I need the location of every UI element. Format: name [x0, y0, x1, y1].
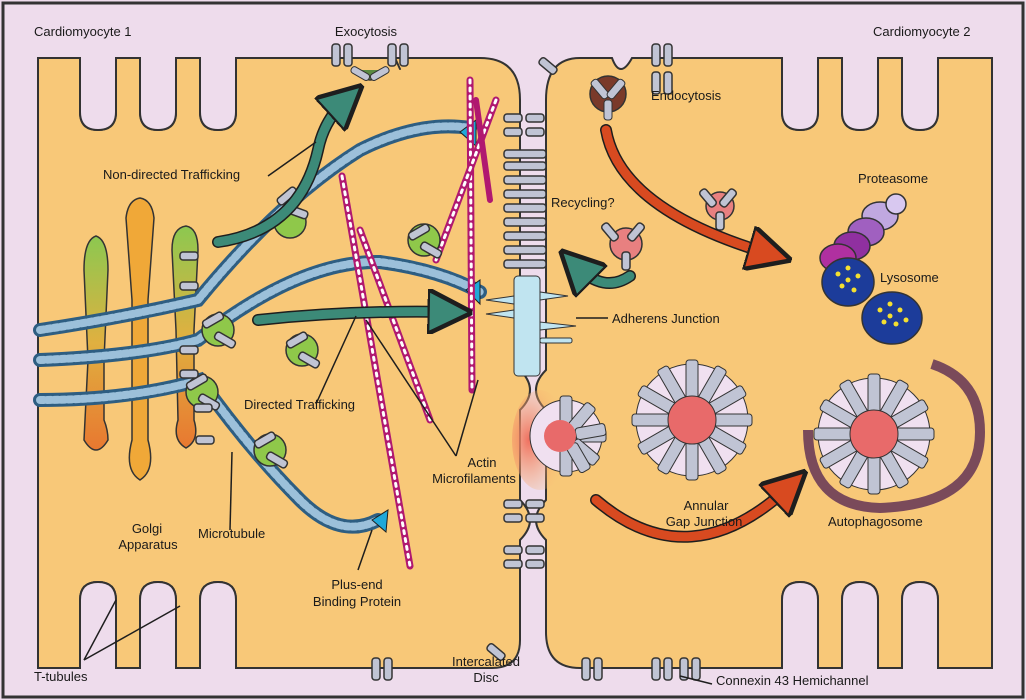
label-proteasome: Proteasome	[858, 171, 928, 186]
label-cardiomyocyte-1: Cardiomyocyte 1	[34, 24, 132, 39]
label-annular-line2: Gap Junction	[666, 514, 743, 529]
label-adherens-junction: Adherens Junction	[612, 311, 720, 326]
label-microtubule: Microtubule	[198, 526, 265, 541]
label-intercalated-line2: Disc	[473, 670, 498, 685]
label-plus-end-line1: Plus-end	[331, 577, 382, 592]
label-endocytosis: Endocytosis	[651, 88, 721, 103]
label-golgi-line2: Apparatus	[118, 537, 177, 552]
label-t-tubules: T-tubules	[34, 669, 87, 684]
label-directed-trafficking: Directed Trafficking	[244, 397, 355, 412]
label-recycling: Recycling?	[551, 195, 615, 210]
label-annular-line1: Annular	[684, 498, 729, 513]
label-autophagosome: Autophagosome	[828, 514, 923, 529]
label-golgi-line1: Golgi	[132, 521, 162, 536]
label-non-directed-trafficking: Non-directed Trafficking	[103, 167, 240, 182]
cardiomyocyte-2-body	[536, 58, 992, 668]
cardiomyocyte-1-body	[38, 58, 530, 668]
label-intercalated-line1: Intercalated	[452, 654, 520, 669]
label-actin-line1: Actin	[468, 455, 497, 470]
label-exocytosis: Exocytosis	[335, 24, 397, 39]
label-plus-end-line2: Binding Protein	[313, 594, 401, 609]
label-cardiomyocyte-2: Cardiomyocyte 2	[873, 24, 971, 39]
label-connexin-43-hemichannel: Connexin 43 Hemichannel	[716, 673, 868, 688]
label-actin-line2: Microfilaments	[432, 471, 516, 486]
label-lysosome: Lysosome	[880, 270, 939, 285]
